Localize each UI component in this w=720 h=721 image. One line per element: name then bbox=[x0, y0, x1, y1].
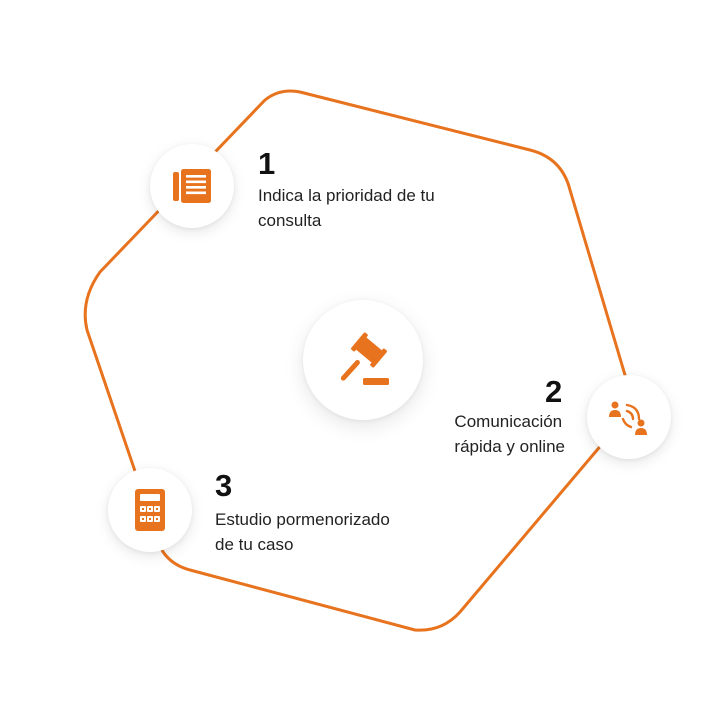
step-2-label-line-2: rápida y online bbox=[454, 437, 565, 456]
step-1-label-line-1: Indica la prioridad de tu bbox=[258, 186, 435, 205]
step-3-label: Estudio pormenorizado de tu caso bbox=[215, 507, 390, 557]
step-1-label-line-2: consulta bbox=[258, 211, 322, 230]
step-2-label: Comunicación rápida y online bbox=[454, 409, 565, 459]
step-1-number: 1 bbox=[258, 146, 276, 181]
center-circle bbox=[303, 300, 423, 420]
step-3-label-line-1: Estudio pormenorizado bbox=[215, 510, 390, 529]
step-3-number: 3 bbox=[215, 468, 233, 503]
step-2-number: 2 bbox=[545, 374, 563, 409]
step-3-icon-circle bbox=[108, 468, 192, 552]
step-3-label-line-2: de tu caso bbox=[215, 535, 294, 554]
calculator-icon bbox=[135, 489, 165, 531]
people-communication-icon bbox=[609, 401, 647, 435]
gavel-icon bbox=[340, 332, 389, 385]
step-2-icon-circle bbox=[587, 375, 671, 459]
newspaper-icon bbox=[173, 169, 211, 203]
step-1-label: Indica la prioridad de tu consulta bbox=[258, 183, 435, 233]
step-1-icon-circle bbox=[150, 144, 234, 228]
step-2-label-line-1: Comunicación bbox=[454, 412, 563, 431]
